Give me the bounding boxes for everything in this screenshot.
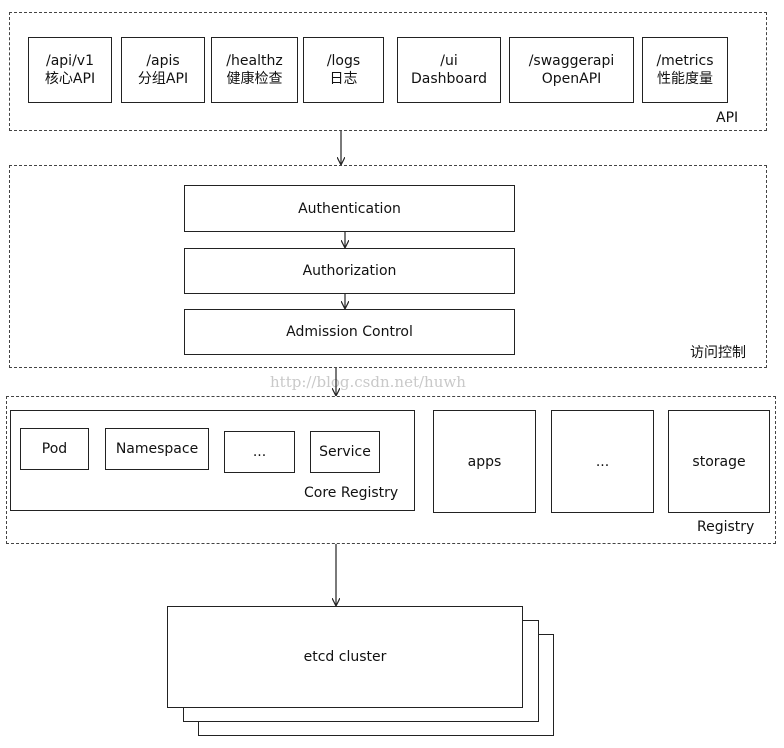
endpoint-path: /logs xyxy=(326,53,361,69)
registry-group-apps: apps xyxy=(433,410,536,513)
etcd-cluster-label: etcd cluster xyxy=(303,649,387,665)
endpoint-healthz: /healthz 健康检查 xyxy=(211,37,298,103)
endpoint-logs: /logs 日志 xyxy=(303,37,384,103)
endpoint-desc: 健康检查 xyxy=(226,71,283,87)
core-registry-box xyxy=(10,410,415,511)
admission-control-label: Admission Control xyxy=(286,324,413,340)
endpoint-desc: Dashboard xyxy=(411,71,487,87)
access-control-region xyxy=(9,165,767,368)
registry-region xyxy=(6,396,776,544)
endpoint-apis: /apis 分组API xyxy=(121,37,205,103)
authorization-label: Authorization xyxy=(302,263,397,279)
endpoint-desc: OpenAPI xyxy=(541,71,602,87)
endpoint-path: /healthz xyxy=(226,53,283,69)
watermark: http://blog.csdn.net/huwh xyxy=(270,373,466,391)
api-region xyxy=(9,12,767,131)
core-item-pod: Pod xyxy=(20,428,89,470)
authorization-box: Authorization xyxy=(184,248,515,294)
endpoint-desc: 性能度量 xyxy=(657,71,713,87)
api-region-label: API xyxy=(716,110,739,126)
endpoint-metrics: /metrics 性能度量 xyxy=(642,37,728,103)
endpoint-path: /metrics xyxy=(656,53,714,69)
registry-group-ellipsis: ... xyxy=(551,410,654,513)
etcd-cluster-box: etcd cluster xyxy=(167,606,523,708)
endpoint-desc: 分组API xyxy=(137,71,189,87)
endpoint-path: /ui xyxy=(440,53,458,69)
endpoint-api-v1: /api/v1 核心API xyxy=(28,37,112,103)
endpoint-desc: 核心API xyxy=(44,71,96,87)
core-item-service: Service xyxy=(310,431,380,473)
core-registry-label: Core Registry xyxy=(304,485,399,501)
authentication-box: Authentication xyxy=(184,185,515,232)
endpoint-swaggerapi: /swaggerapi OpenAPI xyxy=(509,37,634,103)
core-item-ellipsis: ... xyxy=(224,431,295,473)
access-control-label: 访问控制 xyxy=(690,345,746,361)
endpoint-path: /apis xyxy=(146,53,180,69)
registry-group-storage: storage xyxy=(668,410,770,513)
admission-control-box: Admission Control xyxy=(184,309,515,355)
authentication-label: Authentication xyxy=(298,200,401,217)
endpoint-path: /api/v1 xyxy=(46,53,94,69)
registry-label: Registry xyxy=(697,519,755,535)
endpoint-path: /swaggerapi xyxy=(528,53,615,69)
core-item-namespace: Namespace xyxy=(105,428,209,470)
endpoint-desc: 日志 xyxy=(329,71,358,87)
endpoint-ui: /ui Dashboard xyxy=(397,37,501,103)
